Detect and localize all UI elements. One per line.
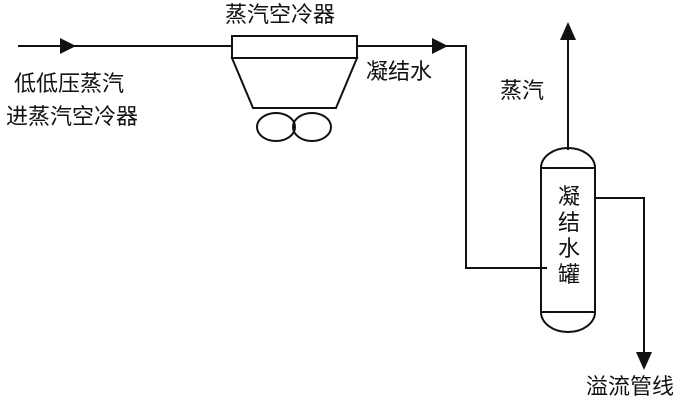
steam-label: 蒸汽 bbox=[500, 79, 545, 104]
condensate-arrow-icon bbox=[432, 38, 448, 54]
air-cooler-header bbox=[231, 35, 358, 59]
steam-arrow-icon bbox=[560, 22, 576, 40]
inlet-label-line1: 低低压蒸汽 bbox=[14, 72, 125, 97]
overflow-label: 溢流管线 bbox=[586, 375, 675, 400]
tank-label: 凝结水罐 bbox=[557, 185, 580, 288]
condensate-label: 凝结水 bbox=[366, 60, 433, 85]
condensate-line bbox=[357, 45, 547, 269]
air-cooler-label: 蒸汽空冷器 bbox=[225, 3, 336, 28]
inlet-label-line2: 进蒸汽空冷器 bbox=[6, 105, 139, 130]
air-cooler-fan-left bbox=[256, 112, 296, 142]
air-cooler-fan-right bbox=[292, 112, 332, 142]
air-cooler-body bbox=[230, 57, 359, 109]
inlet-arrow-icon bbox=[60, 38, 76, 54]
overflow-arrow-icon bbox=[636, 352, 652, 370]
overflow-line bbox=[595, 197, 645, 354]
